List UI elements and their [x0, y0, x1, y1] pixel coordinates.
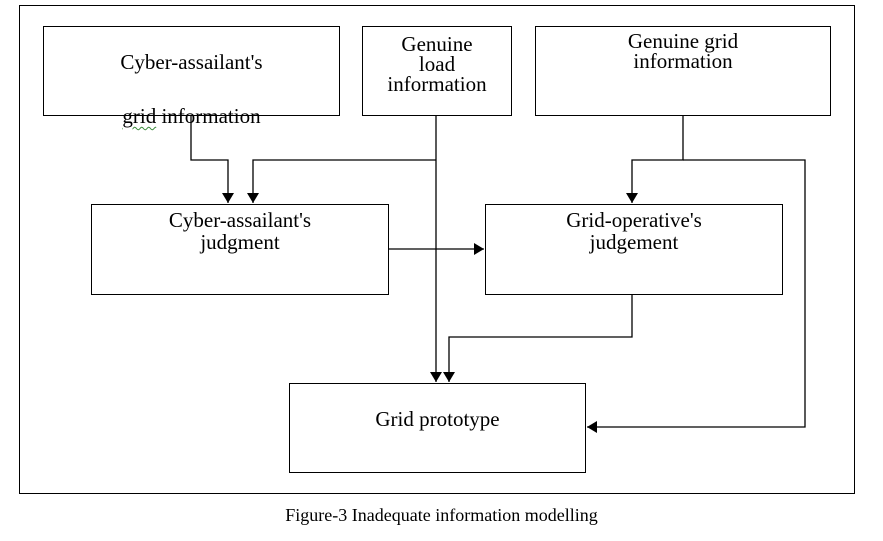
grid-operative-judgement-box: Grid-operative's judgement [485, 204, 783, 295]
spellcheck-word: grid [122, 104, 157, 128]
box-label: Genuine grid information [627, 29, 739, 73]
grid-prototype-box: Grid prototype [289, 383, 586, 473]
arrow-grid-info-to-operative [626, 116, 684, 203]
box-label: Cyber-assailant's judgment [168, 208, 312, 254]
figure-caption: Figure-3 Inadequate information modellin… [285, 505, 598, 525]
arrow-operative-to-prototype [443, 295, 633, 382]
box-label: Grid prototype [375, 407, 500, 431]
arrow-grid-info-to-prototype [587, 159, 806, 433]
figure-frame [19, 5, 855, 494]
arrow-cyber-info-to-cyber-judgment [190, 116, 234, 203]
box-label-line: Cyber-assailant's [120, 50, 263, 74]
box-label: Genuine load information [387, 32, 487, 96]
genuine-grid-info-box: Genuine grid information [535, 26, 831, 116]
box-label: Grid-operative's judgement [566, 208, 702, 254]
genuine-load-info-box: Genuine load information [362, 26, 512, 116]
cyber-assailant-grid-info-box: Cyber-assailant's grid information [43, 26, 340, 127]
box-label-line: grid information [44, 106, 339, 127]
arrow-load-to-cyber-judgment [247, 159, 436, 203]
box-label-text: information [156, 104, 261, 128]
cyber-assailant-judgment-box: Cyber-assailant's judgment [91, 204, 389, 295]
